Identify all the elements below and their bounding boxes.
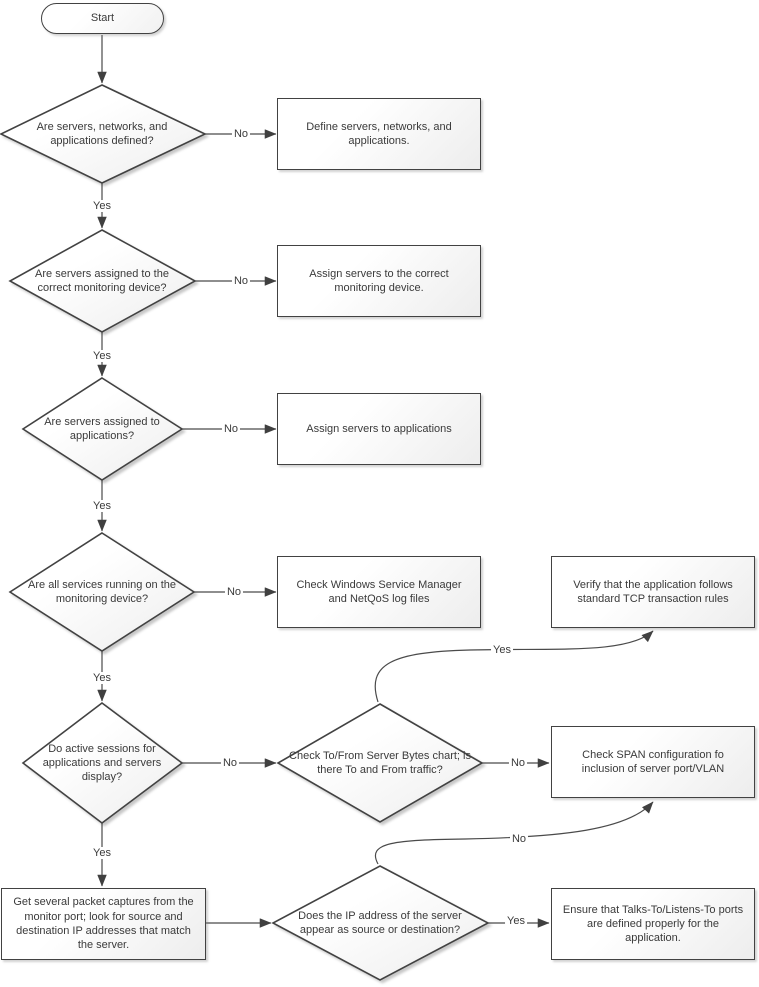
process-check-span-config: Check SPAN configuration fo inclusion of… — [551, 726, 755, 798]
edge-label-no-2: No — [231, 275, 251, 287]
start-label: Start — [90, 12, 115, 25]
edge-label-yes-4: Yes — [91, 672, 113, 684]
decision-ip-source-dest-shape — [271, 865, 490, 981]
edge-label-yes-2: Yes — [91, 350, 113, 362]
process-ensure-talksto-ports-label: Ensure that Talks-To/Listens-To ports ar… — [562, 903, 744, 945]
decision-servers-defined-shape — [0, 84, 207, 184]
edge-label-no-3: No — [221, 423, 241, 435]
edge-label-yes-3: Yes — [91, 500, 113, 512]
edge-d6-yes-curve-to-r5 — [374, 630, 654, 703]
edge-label-no-1: No — [231, 128, 251, 140]
decision-services-running-shape — [8, 532, 196, 652]
decision-tofrom-traffic-shape — [276, 703, 484, 823]
edge-label-no-5: No — [220, 757, 240, 769]
process-get-packet-captures: Get several packet captures from the mon… — [1, 888, 206, 960]
process-assign-servers-apps: Assign servers to applications — [277, 393, 481, 465]
process-check-service-manager: Check Windows Service Manager and NetQoS… — [277, 556, 481, 628]
process-define-servers: Define servers, networks, and applicatio… — [277, 98, 481, 170]
decision-active-sessions-shape — [21, 701, 184, 825]
edge-label-no-7: No — [509, 833, 529, 845]
process-check-service-manager-label: Check Windows Service Manager and NetQoS… — [296, 578, 462, 605]
edge-label-no-6: No — [508, 757, 528, 769]
process-assign-servers-apps-label: Assign servers to applications — [306, 422, 452, 435]
process-get-packet-captures-label: Get several packet captures from the mon… — [13, 896, 194, 952]
decision-servers-assigned-device-shape — [8, 229, 197, 333]
edge-label-yes-1: Yes — [91, 200, 113, 212]
process-assign-servers-device: Assign servers to the correct monitoring… — [277, 245, 481, 317]
process-assign-servers-device-label: Assign servers to the correct monitoring… — [309, 267, 449, 294]
edge-label-yes-5: Yes — [91, 847, 113, 859]
process-ensure-talksto-ports: Ensure that Talks-To/Listens-To ports ar… — [551, 888, 755, 960]
process-check-span-config-label: Check SPAN configuration fo inclusion of… — [581, 748, 725, 775]
edge-d7-no-curve-to-r6 — [374, 801, 654, 865]
decision-servers-assigned-apps-shape — [21, 377, 184, 481]
start-node: Start — [41, 3, 164, 34]
process-verify-tcp-rules-label: Verify that the application follows stan… — [573, 578, 733, 605]
edge-label-no-4: No — [224, 586, 244, 598]
process-verify-tcp-rules: Verify that the application follows stan… — [551, 556, 755, 628]
edge-label-yes-7: Yes — [505, 915, 527, 927]
process-define-servers-label: Define servers, networks, and applicatio… — [306, 120, 452, 147]
edge-label-yes-6: Yes — [491, 644, 513, 656]
